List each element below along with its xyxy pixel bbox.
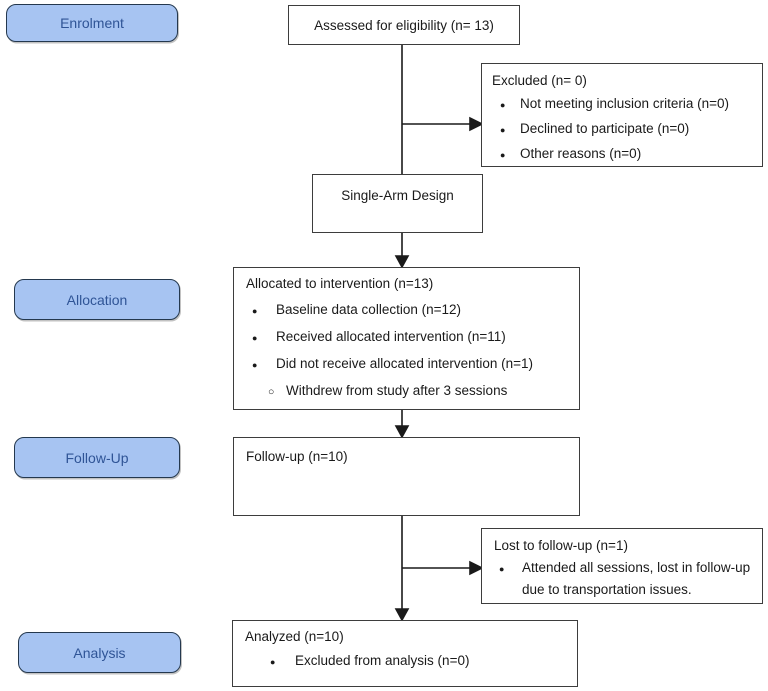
arrowhead-excluded xyxy=(469,116,484,132)
list-item: ● Other reasons (n=0) xyxy=(492,142,758,167)
bullet-text: Received allocated intervention (n=11) xyxy=(276,329,506,344)
box-lost-to-follow-up: Lost to follow-up (n=1) ● Attended all s… xyxy=(481,528,763,604)
bullet-text: Did not receive allocated intervention (… xyxy=(276,356,534,371)
list-item: ● Received allocated intervention (n=11) xyxy=(246,324,575,351)
bullet-text: Not meeting inclusion criteria (n=0) xyxy=(520,96,729,111)
box-text: Assessed for eligibility (n= 13) xyxy=(314,17,494,33)
bullet-icon: ● xyxy=(500,150,506,160)
box-allocated-to-intervention: Allocated to intervention (n=13) ● Basel… xyxy=(233,267,580,410)
box-title: Follow-up (n=10) xyxy=(246,449,348,464)
bullet-icon: ● xyxy=(500,125,506,135)
stage-label-text: Follow-Up xyxy=(65,449,129,466)
stage-label-text: Allocation xyxy=(66,291,128,308)
sub-list-item: ○ Withdrew from study after 3 sessions xyxy=(246,378,575,405)
box-assessed-for-eligibility: Assessed for eligibility (n= 13) xyxy=(288,5,520,45)
bullet-icon: ● xyxy=(252,360,258,370)
bullet-icon: ● xyxy=(499,564,505,574)
arrowhead-allocated xyxy=(394,255,410,269)
box-title: Lost to follow-up (n=1) xyxy=(494,538,628,553)
bullet-text: Other reasons (n=0) xyxy=(520,146,642,161)
list-item: ● Baseline data collection (n=12) xyxy=(246,297,575,324)
box-single-arm-design: Single-Arm Design xyxy=(312,174,483,233)
bullet-icon: ● xyxy=(252,306,258,316)
stage-label-text: Enrolment xyxy=(60,15,124,31)
list-item: ● Not meeting inclusion criteria (n=0) xyxy=(492,92,758,117)
stage-label-enrolment: Enrolment xyxy=(6,4,178,42)
box-title: Allocated to intervention (n=13) xyxy=(246,276,434,291)
bullet-text: Attended all sessions, lost in follow-up… xyxy=(522,560,751,597)
bullet-text: Excluded from analysis (n=0) xyxy=(295,653,470,668)
stage-label-allocation: Allocation xyxy=(14,279,180,320)
list-item: ● Did not receive allocated intervention… xyxy=(246,351,575,378)
list-item: ● Declined to participate (n=0) xyxy=(492,117,758,142)
arrowhead-analyzed xyxy=(394,608,410,622)
box-follow-up: Follow-up (n=10) xyxy=(233,437,580,516)
bullet-text: Withdrew from study after 3 sessions xyxy=(286,383,508,398)
arrowhead-lost xyxy=(469,560,484,576)
list-item: ● Attended all sessions, lost in follow-… xyxy=(494,557,756,601)
stage-label-analysis: Analysis xyxy=(18,632,181,673)
list-item: ● Excluded from analysis (n=0) xyxy=(245,649,573,674)
bullet-text: Baseline data collection (n=12) xyxy=(276,302,461,317)
box-analyzed: Analyzed (n=10) ● Excluded from analysis… xyxy=(232,620,578,687)
open-bullet-icon: ○ xyxy=(268,386,275,398)
bullet-icon: ● xyxy=(500,100,506,110)
stage-label-text: Analysis xyxy=(73,644,126,661)
box-title: Analyzed (n=10) xyxy=(245,629,344,644)
stage-label-follow-up: Follow-Up xyxy=(14,437,180,478)
bullet-icon: ● xyxy=(252,333,258,343)
box-title: Excluded (n= 0) xyxy=(492,73,587,88)
bullet-icon: ● xyxy=(270,657,276,667)
box-text: Single-Arm Design xyxy=(341,188,454,203)
bullet-text: Declined to participate (n=0) xyxy=(520,121,690,136)
box-excluded: Excluded (n= 0) ● Not meeting inclusion … xyxy=(481,63,763,167)
arrowhead-followup xyxy=(394,425,410,439)
